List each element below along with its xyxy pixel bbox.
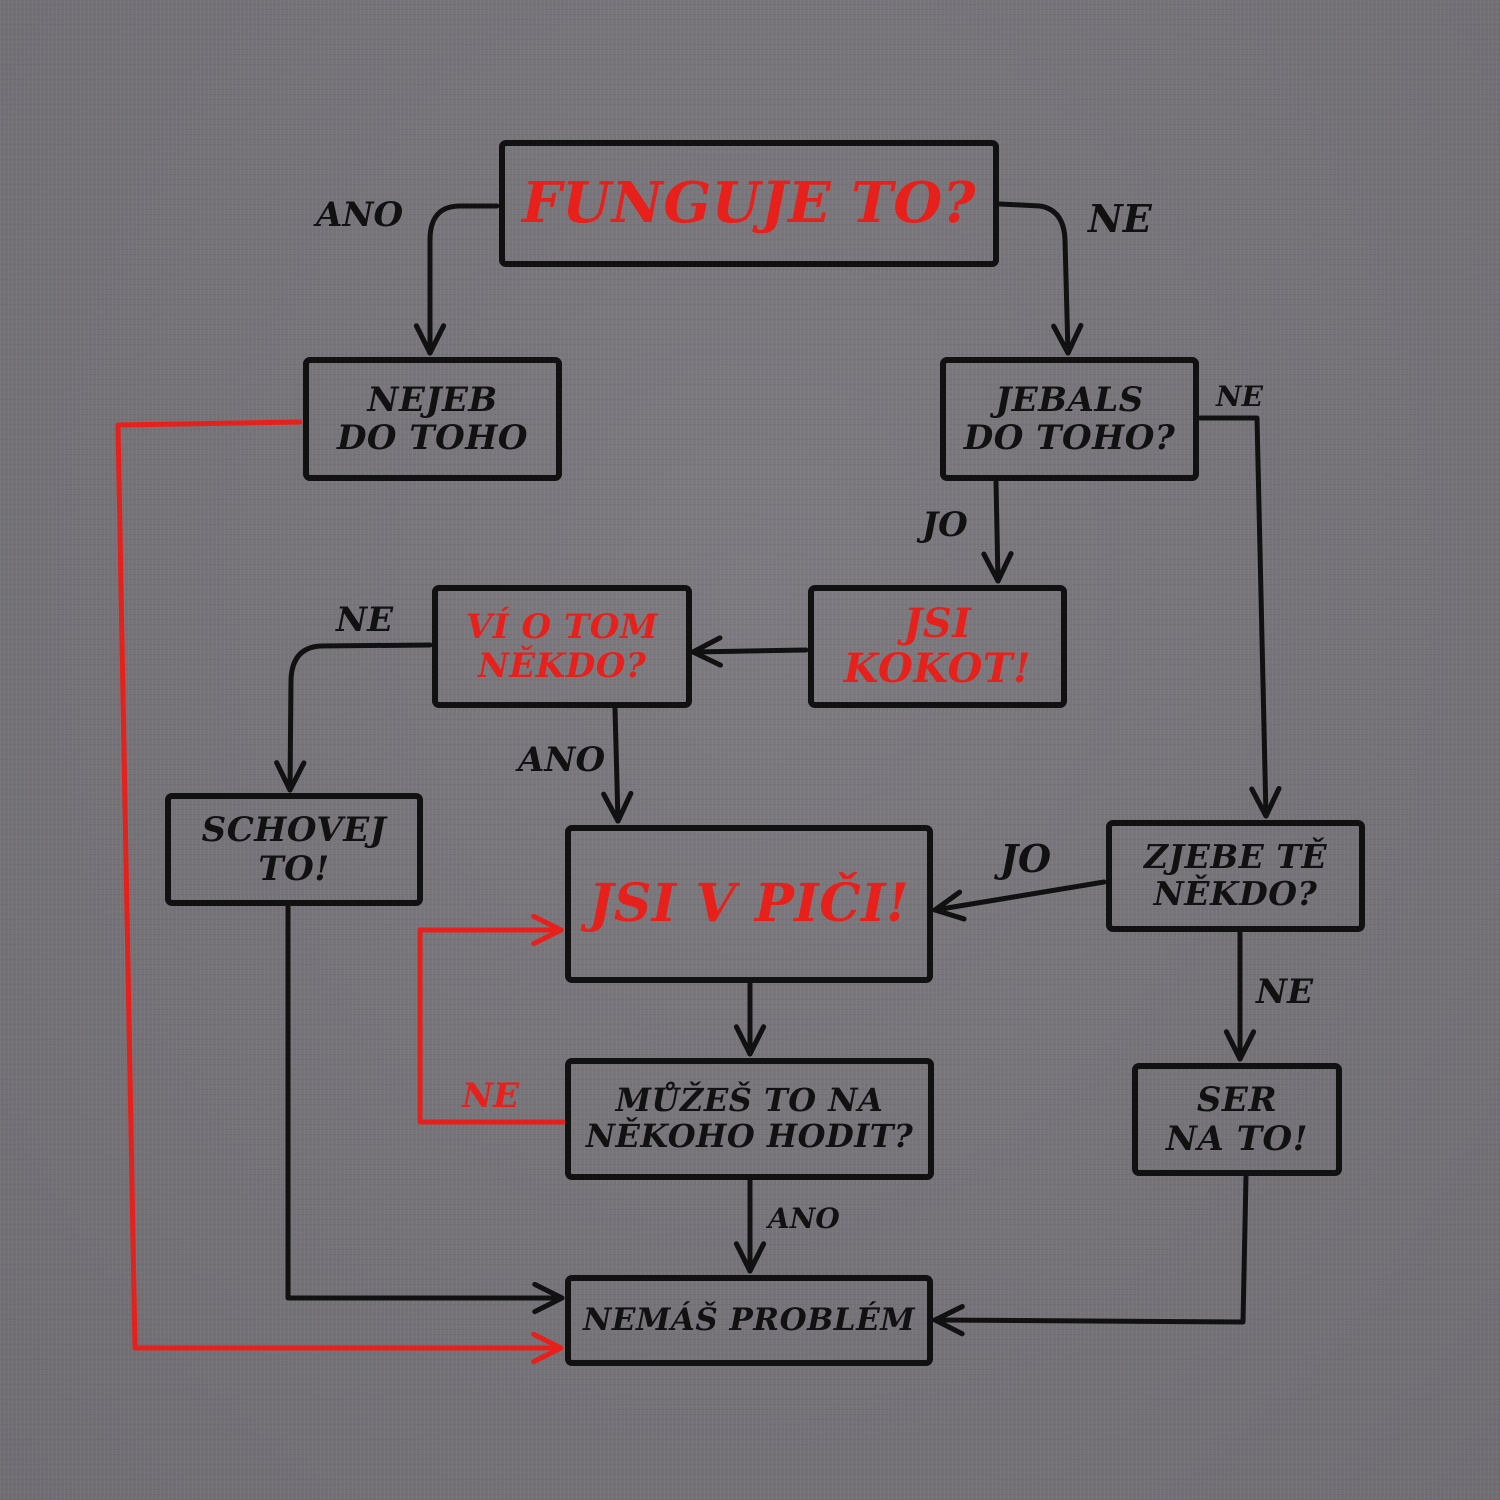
arrow-zjebe-jo: [932, 879, 1107, 922]
arrow-vi-ne: [274, 642, 433, 793]
node-jebals-do-toho: JEBALS DO TOHO?: [940, 357, 1199, 481]
edge-label-ne: NE: [336, 600, 393, 640]
node-text: KOKOT!: [843, 644, 1032, 692]
arrow-vi-ano: [601, 706, 634, 824]
node-text: NĚKDO?: [1153, 874, 1318, 913]
node-nemas-problem: NEMÁŠ PROBLÉM: [565, 1275, 933, 1366]
node-schovej-to: SCHOVEJ TO!: [165, 793, 423, 906]
arrow-nejeb-nemas: [115, 419, 564, 1365]
node-text: JSI: [903, 599, 972, 647]
node-text: DO TOHO?: [963, 418, 1176, 458]
node-text: SCHOVEJ: [201, 810, 387, 851]
edge-label-jo: JO: [922, 505, 968, 545]
node-jsi-kokot: JSI KOKOT!: [808, 585, 1067, 708]
node-text: ZJEBE TĚ: [1143, 837, 1328, 877]
node-jsi-v-pici: JSI V PIČI!: [565, 825, 933, 983]
arrow-jebals-jo: [981, 479, 1014, 584]
node-vi-o-tom-nekdo: VÍ O TOM NĚKDO?: [432, 585, 692, 708]
node-text: FUNGUJE TO?: [522, 170, 976, 237]
node-zjebe-te-nekdo: ZJEBE TĚ NĚKDO?: [1106, 820, 1365, 932]
node-text: NEMÁŠ PROBLÉM: [582, 1302, 916, 1339]
node-ser-na-to: SER NA TO!: [1132, 1063, 1342, 1176]
edge-label-ano: ANO: [768, 1202, 840, 1235]
node-text: NĚKOHO HODIT?: [585, 1117, 914, 1155]
arrow-funguje-ano: [413, 203, 500, 356]
node-text: SER: [1196, 1080, 1278, 1121]
edge-label-ne: NE: [1216, 380, 1263, 413]
edge-label-ano: ANO: [518, 740, 606, 780]
node-text: NĚKDO?: [477, 645, 647, 686]
node-text: MŮŽEŠ TO NA: [615, 1081, 884, 1120]
node-text: VÍ O TOM: [465, 607, 659, 648]
edge-label-ne: NE: [1256, 972, 1313, 1012]
node-text: DO TOHO: [336, 418, 529, 458]
node-text: JEBALS: [995, 379, 1144, 420]
node-nejeb-do-toho: NEJEB DO TOHO: [303, 357, 562, 481]
edge-label-ne: NE: [462, 1076, 519, 1116]
arrow-funguje-ne: [997, 201, 1084, 356]
edge-label-jo: JO: [1000, 836, 1052, 881]
arrow-jebals-ne: [1197, 415, 1282, 819]
edge-label-ano: ANO: [316, 195, 404, 235]
arrow-schovej-nemas: [285, 904, 565, 1315]
node-funguje-to: FUNGUJE TO?: [499, 140, 999, 267]
edge-label-ne: NE: [1088, 196, 1152, 241]
node-text: NA TO!: [1165, 1118, 1309, 1159]
node-muzes-to-na-nekoho-hodit: MŮŽEŠ TO NA NĚKOHO HODIT?: [565, 1058, 934, 1180]
arrow-ser-nemas: [932, 1174, 1249, 1337]
node-text: JSI V PIČI!: [588, 872, 910, 934]
node-text: TO!: [258, 848, 330, 889]
arrow-muzes-ne: [417, 913, 566, 1125]
node-text: NEJEB: [367, 379, 498, 420]
arrow-kokot-vi: [690, 635, 809, 668]
